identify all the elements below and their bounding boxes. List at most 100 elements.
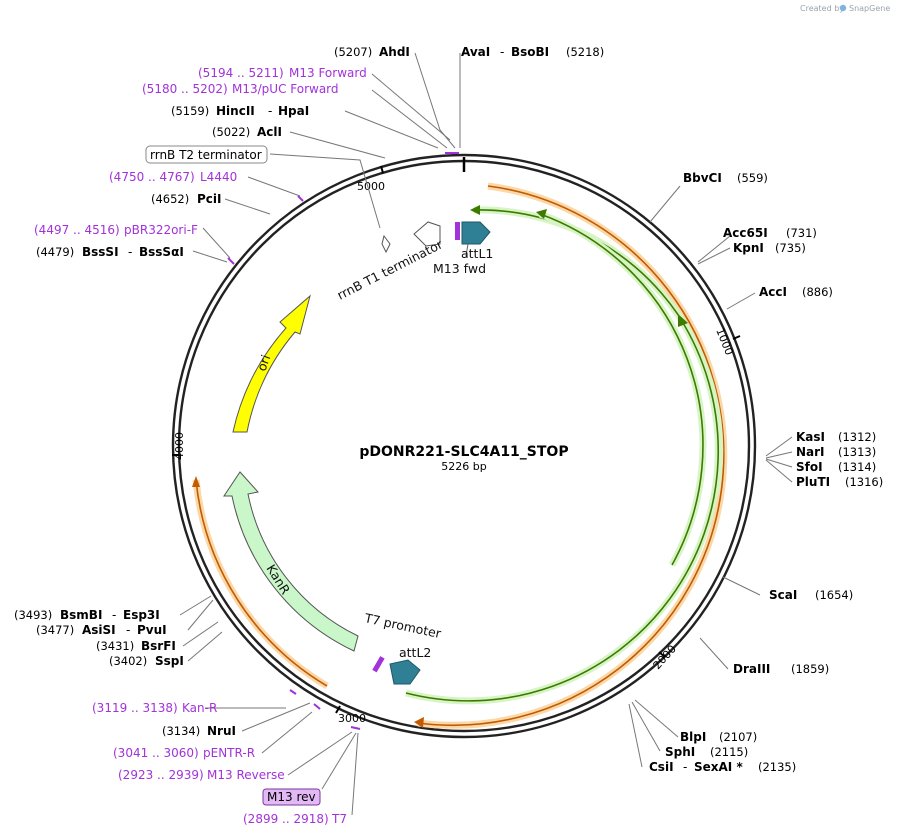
svg-text:(5180 .. 5202): (5180 .. 5202) xyxy=(142,82,228,96)
svg-text:Acc65I: Acc65I xyxy=(723,226,768,240)
svg-text:-: - xyxy=(112,608,116,622)
svg-text:(2899 .. 2918): (2899 .. 2918) xyxy=(243,812,329,826)
svg-text:-: - xyxy=(128,245,132,259)
leader-lines xyxy=(179,52,793,816)
label-acc65I: Acc65I (731) xyxy=(723,226,817,240)
svg-text:(1859): (1859) xyxy=(791,662,829,676)
svg-text:(2923 .. 2939): (2923 .. 2939) xyxy=(118,768,204,782)
svg-text:-: - xyxy=(268,104,272,118)
svg-text:ScaI: ScaI xyxy=(769,588,797,602)
svg-text:(5218): (5218) xyxy=(566,45,604,59)
label-t7: (2899 .. 2918) T7 xyxy=(243,812,347,826)
svg-text:(2107): (2107) xyxy=(719,730,757,744)
svg-text:M13/pUC Forward: M13/pUC Forward xyxy=(232,82,339,96)
label-asiSI: (3477) AsiSI - PvuI xyxy=(36,623,167,637)
svg-text:BsrFI: BsrFI xyxy=(141,639,176,653)
label-pentr-r: (3041 .. 3060) pENTR-R xyxy=(113,746,255,760)
label-l4440: (4750 .. 4767) L4440 xyxy=(109,170,237,184)
svg-text:(4750 .. 4767): (4750 .. 4767) xyxy=(109,170,195,184)
svg-text:KasI: KasI xyxy=(796,430,825,444)
attl1-label: attL1 xyxy=(461,246,493,261)
svg-text:(3134): (3134) xyxy=(162,724,200,738)
svg-text:AhdI: AhdI xyxy=(379,45,410,59)
svg-text:NarI: NarI xyxy=(796,445,825,459)
label-avaI: AvaI - BsoBI (5218) xyxy=(461,45,604,59)
label-blpI: BlpI (2107) xyxy=(680,730,757,744)
svg-text:pENTR-R: pENTR-R xyxy=(203,746,255,760)
label-bssSI: (4479) BssSI - BssSαI xyxy=(36,245,184,259)
tick-3000 xyxy=(335,705,341,714)
svg-text:(4497 .. 4516): (4497 .. 4516) xyxy=(34,223,120,237)
svg-text:PvuI: PvuI xyxy=(137,623,167,637)
svg-text:BssSI: BssSI xyxy=(82,245,119,259)
svg-text:(3041 .. 3060): (3041 .. 3060) xyxy=(113,746,199,760)
brand-text: SnapGene xyxy=(849,4,890,13)
svg-text:NruI: NruI xyxy=(207,724,236,738)
svg-text:PluTI: PluTI xyxy=(796,475,830,489)
label-draIII: DraIII (1859) xyxy=(733,662,829,676)
svg-text:(1313): (1313) xyxy=(838,445,876,459)
svg-text:KpnI: KpnI xyxy=(733,241,764,255)
svg-text:M13 Forward: M13 Forward xyxy=(289,66,367,80)
svg-text:BsoBI: BsoBI xyxy=(511,45,549,59)
label-hincII: (5159) HincII - HpaI xyxy=(171,104,309,118)
label-kan-r-primer: (3119 .. 3138) Kan-R xyxy=(92,701,217,715)
label-kpnI: KpnI (735) xyxy=(733,241,806,255)
svg-text:(5194 .. 5211): (5194 .. 5211) xyxy=(198,66,284,80)
ori-arrow xyxy=(232,294,311,433)
svg-text:SspI: SspI xyxy=(155,654,184,668)
plasmid-length: 5226 bp xyxy=(441,460,486,473)
label-sspI: (3402) SspI xyxy=(109,654,184,668)
svg-text:-: - xyxy=(126,623,130,637)
label-pbr322ori: (4497 .. 4516) pBR322ori-F xyxy=(34,223,198,237)
label-csiI: CsiI - SexAI * (2135) xyxy=(649,760,796,774)
svg-text:(1314): (1314) xyxy=(838,460,876,474)
svg-text:pBR322ori-F: pBR322ori-F xyxy=(124,223,198,237)
svg-text:AsiSI: AsiSI xyxy=(82,623,116,637)
svg-text:(1654): (1654) xyxy=(815,588,853,602)
insert-orange-outer xyxy=(414,182,728,729)
svg-text:AvaI: AvaI xyxy=(461,45,490,59)
svg-text:(5207): (5207) xyxy=(334,45,372,59)
label-narI: NarI (1313) xyxy=(796,445,876,459)
svg-text:T7: T7 xyxy=(331,812,347,826)
kanr-arrow xyxy=(223,471,359,652)
ori-label: ori xyxy=(254,353,274,373)
svg-text:(5022): (5022) xyxy=(212,125,250,139)
attl2-arrow xyxy=(389,659,421,685)
svg-text:(3119 .. 3138): (3119 .. 3138) xyxy=(92,701,178,715)
svg-text:CsiI: CsiI xyxy=(649,760,674,774)
svg-text:SexAI *: SexAI * xyxy=(694,760,743,774)
label-aclI: (5022) AclI xyxy=(212,125,282,139)
label-pluTI: PluTI (1316) xyxy=(796,475,883,489)
t7-promoter-label: T7 promoter xyxy=(362,610,443,641)
svg-text:-: - xyxy=(500,45,504,59)
label-sfoI: SfoI (1314) xyxy=(796,460,876,474)
svg-text:-: - xyxy=(683,760,687,774)
label-m13-puc-forward: (5180 .. 5202) M13/pUC Forward xyxy=(142,82,339,96)
tick-label-4000: 4000 xyxy=(173,432,186,460)
svg-text:M13 Reverse: M13 Reverse xyxy=(207,768,285,782)
rrnb-t1-arrow xyxy=(413,221,441,247)
attl2-label: attL2 xyxy=(399,645,431,660)
svg-text:(4479): (4479) xyxy=(36,245,74,259)
svg-text:BlpI: BlpI xyxy=(680,730,706,744)
m13-fwd-marker xyxy=(455,222,460,240)
svg-text:(3402): (3402) xyxy=(109,654,147,668)
label-scaI: ScaI (1654) xyxy=(769,588,853,602)
label-ahdI: (5207) AhdI xyxy=(334,45,410,59)
svg-text:SfoI: SfoI xyxy=(796,460,823,474)
label-m13-forward: (5194 .. 5211) M13 Forward xyxy=(198,66,367,80)
svg-text:(886): (886) xyxy=(802,285,833,299)
label-kasI: KasI (1312) xyxy=(796,430,876,444)
svg-text:(2115): (2115) xyxy=(710,745,748,759)
rrnb-t1-label: rrnB T1 terminator xyxy=(335,236,446,303)
attl1-arrow xyxy=(461,221,491,245)
label-bbvCI: BbvCI (559) xyxy=(683,171,768,185)
label-pciI: (4652) PciI xyxy=(151,192,222,206)
rrnb-t1-small-arrow xyxy=(381,234,391,254)
svg-text:(735): (735) xyxy=(775,241,806,255)
svg-text:Esp3I: Esp3I xyxy=(123,608,160,622)
tick-label-5000: 5000 xyxy=(357,180,385,193)
